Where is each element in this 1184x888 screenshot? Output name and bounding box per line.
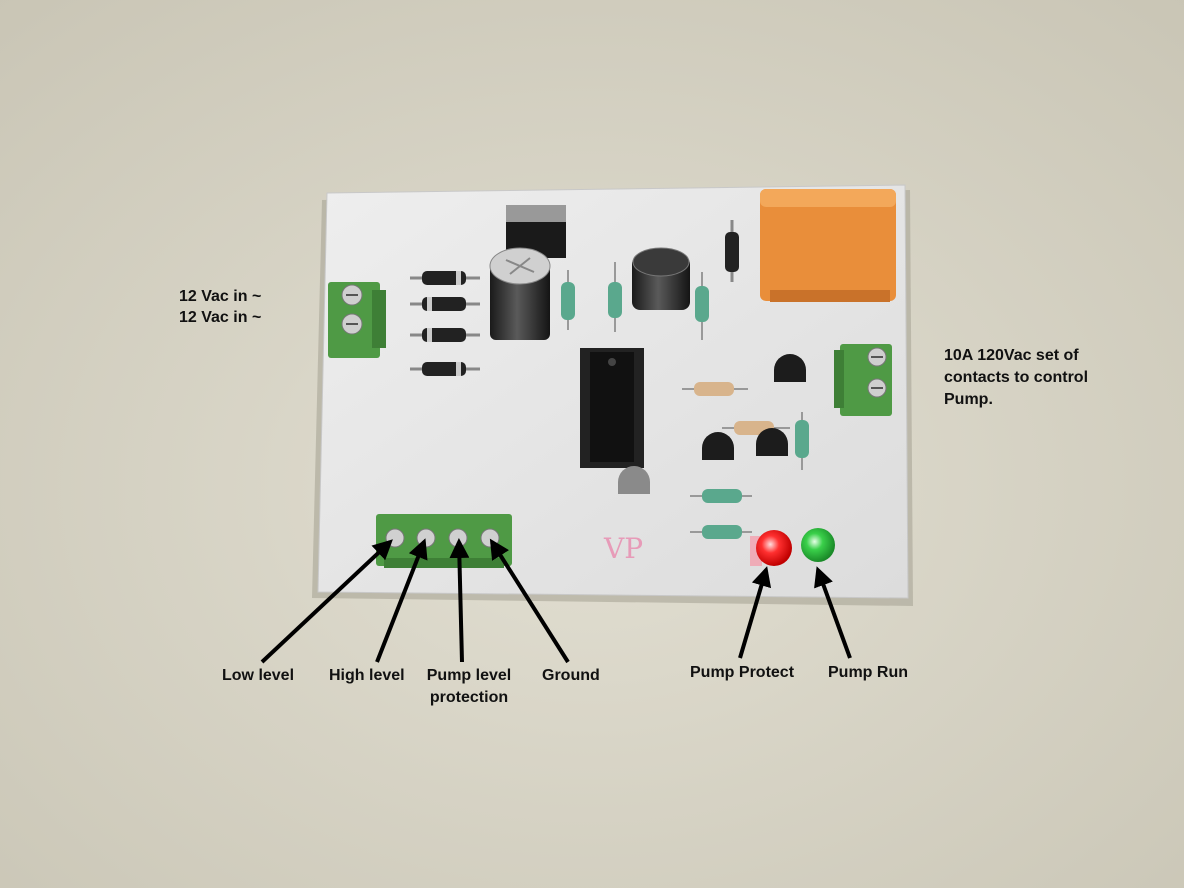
relay-terminal-icon [834,344,892,416]
resistor-icons [561,262,809,539]
green-led-icon [801,528,835,562]
relay-contacts-label: 10A 120Vac set of contacts to control Pu… [944,347,1089,408]
transistor-icons [618,354,806,494]
diode-icons [410,271,480,376]
small-capacitor-icon [632,247,690,310]
pump-run-label: Pump Run [828,664,908,681]
capacitor-icon [489,247,551,340]
high-level-label: High level [329,667,405,684]
pump-level-protection-label: Pump level protection [420,665,518,709]
power-terminal-icon [328,282,386,358]
pump-level-line1: Pump level [426,667,512,684]
relay-icon [760,189,896,302]
ground-label: Ground [542,667,600,684]
power-in-label-2: 12 Vac in ~ [179,309,262,326]
power-in-label-1: 12 Vac in ~ [179,288,262,305]
pump-protect-label: Pump Protect [690,664,795,681]
sensor-terminal-icon [376,514,512,568]
ic-chip-icon [580,348,644,468]
annotation-arrows [260,538,852,664]
low-level-label: Low level [222,667,295,684]
board-mark: VP [604,532,644,565]
pump-level-line2: protection [429,689,509,706]
red-led-icon [750,530,792,566]
relay-diode-icon [725,220,739,282]
